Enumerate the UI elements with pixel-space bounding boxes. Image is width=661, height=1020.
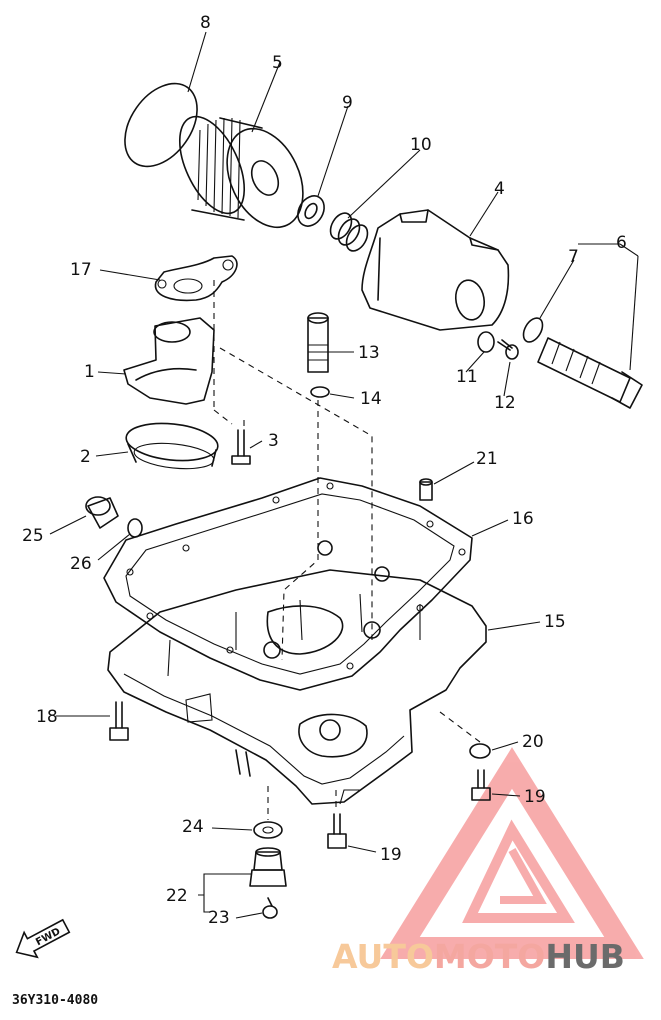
callout-24: 24 (182, 817, 204, 837)
callout-8: 8 (200, 13, 211, 33)
relief-valve-part-13 (307, 312, 329, 373)
callout-12: 12 (494, 393, 516, 413)
callout-6: 6 (616, 233, 627, 253)
callout-22: 22 (166, 886, 188, 906)
callout-7: 7 (568, 247, 579, 267)
callout-17: 17 (70, 260, 92, 280)
bolt-part-3 (231, 429, 251, 465)
drain-plug-part-25 (85, 496, 119, 529)
callout-11: 11 (456, 367, 478, 387)
leader-lines (49, 31, 639, 919)
brand-auto: AUTO (332, 937, 434, 976)
callout-21: 21 (476, 449, 498, 469)
bolt-part-19-right (471, 769, 491, 801)
filter-cover-part-4 (361, 209, 510, 331)
callout-26: 26 (70, 554, 92, 574)
bolt-part-18 (109, 701, 129, 741)
watermark-brand: AUTOMOTOHUB (332, 937, 625, 976)
oil-filter-element-part-5 (178, 115, 304, 229)
fwd-arrow: FWD (15, 918, 71, 959)
o-ring-part-11 (477, 331, 495, 353)
callout-16: 16 (512, 509, 534, 529)
part-code: 36Y310-4080 (12, 993, 98, 1008)
callout-25: 25 (22, 526, 44, 546)
strainer-part-2 (125, 422, 219, 470)
union-bolt-part-6 (537, 337, 643, 409)
callout-13: 13 (358, 343, 380, 363)
callout-10: 10 (410, 135, 432, 155)
pan-gasket-part-16 (103, 477, 473, 691)
svg-text:AUTOMOTOHUB: AUTOMOTOHUB (332, 937, 625, 976)
callout-23: 23 (208, 908, 230, 928)
callout-4: 4 (494, 179, 505, 199)
washer-part-9 (297, 195, 325, 227)
drain-bolt-part-22 (249, 847, 287, 887)
brand-hub: HUB (545, 937, 625, 976)
callout-2: 2 (80, 447, 91, 467)
callout-3: 3 (268, 431, 279, 451)
brand-moto: MOTO (434, 937, 545, 976)
screw-part-23 (262, 897, 278, 919)
spring-part-10 (329, 212, 369, 252)
o-ring-part-8 (124, 82, 198, 168)
callout-19-lower: 19 (380, 845, 402, 865)
callout-labels: 8 5 9 10 4 6 7 17 13 1 14 11 12 3 2 21 1… (22, 13, 627, 928)
assembly-dashed-lines (213, 280, 481, 820)
callout-1: 1 (84, 362, 95, 382)
callout-20: 20 (522, 732, 544, 752)
callout-15: 15 (544, 612, 566, 632)
callout-9: 9 (342, 93, 353, 113)
callout-5: 5 (272, 53, 283, 73)
callout-18: 18 (36, 707, 58, 727)
oil-pan-part-15 (107, 540, 487, 805)
o-ring-part-14 (310, 386, 330, 398)
callout-14: 14 (360, 389, 382, 409)
gasket-washer-part-24 (253, 821, 283, 839)
gasket-part-17 (154, 255, 238, 302)
o-ring-part-7 (522, 317, 544, 343)
screw-part-12 (497, 339, 519, 360)
bolt-part-19-lower (327, 813, 347, 849)
washer-part-20 (469, 743, 491, 759)
housing-part-1 (123, 317, 215, 405)
watermark-logo (380, 747, 644, 959)
dowel-pin-part-21 (419, 478, 433, 501)
callout-19-right: 19 (524, 787, 546, 807)
